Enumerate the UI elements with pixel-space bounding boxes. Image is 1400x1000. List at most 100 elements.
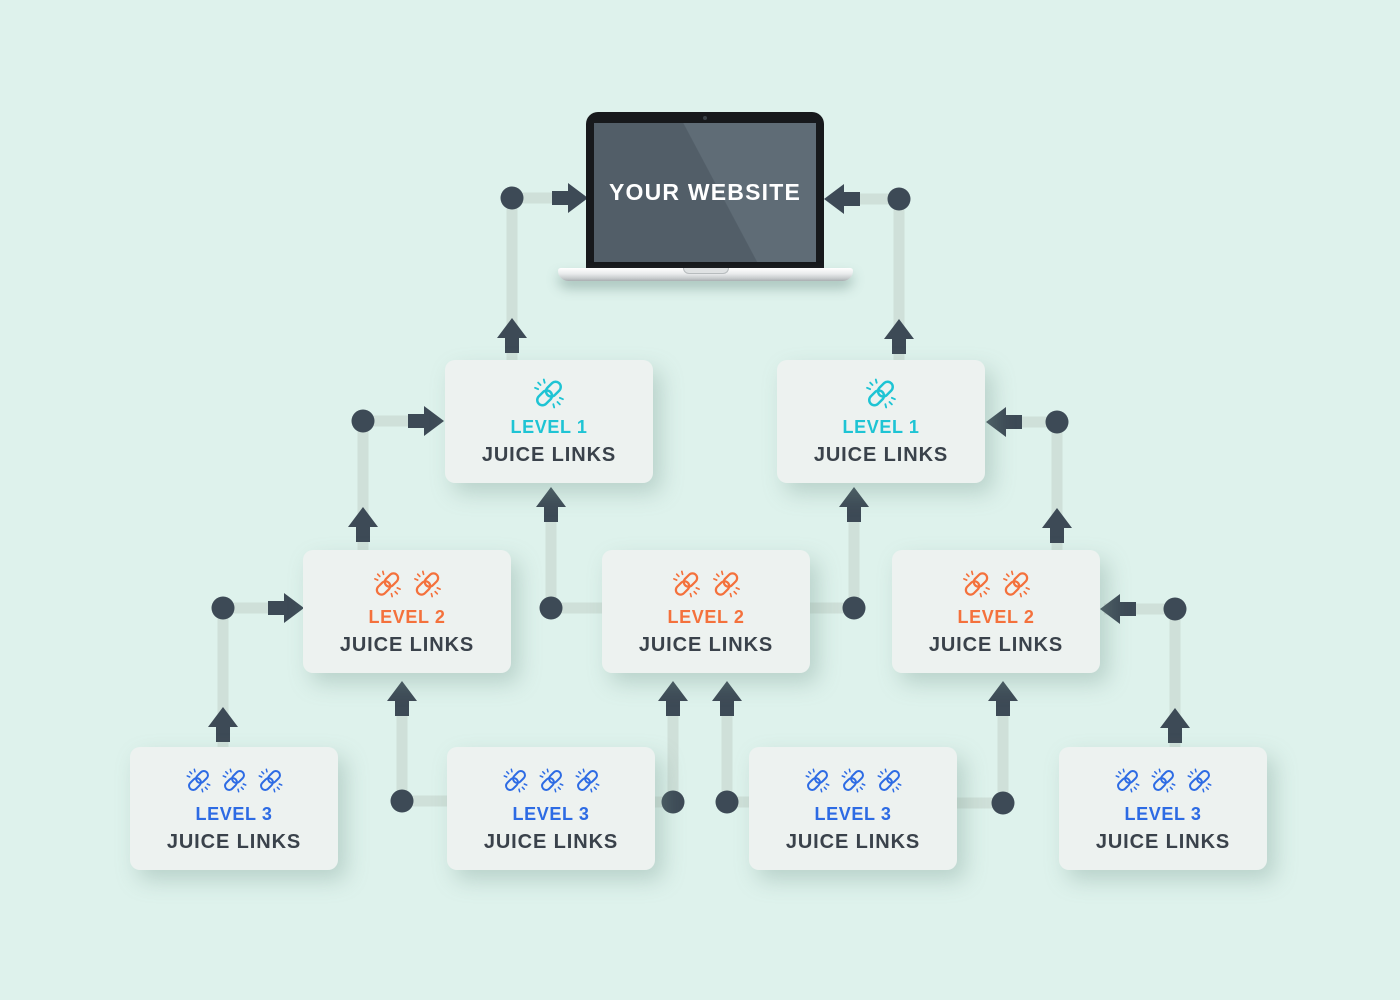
chain-link-icon: [539, 768, 563, 793]
arrow-right-icon: [552, 183, 588, 213]
chain-link-icon: [672, 570, 700, 597]
chain-link-icons: [1113, 764, 1214, 798]
arrow-up-icon: [497, 318, 527, 353]
junction-dot: [661, 790, 685, 814]
juice-links-label: JUICE LINKS: [928, 633, 1064, 656]
level-label: LEVEL 2: [957, 606, 1035, 627]
junction-dot: [500, 186, 524, 210]
chain-link-icon: [503, 768, 527, 793]
website-label: YOUR WEBSITE: [608, 179, 802, 205]
chain-link-icon: [534, 378, 564, 409]
laptop-base-notch: [682, 268, 729, 274]
chain-link-icons: [501, 764, 602, 798]
juice-links-label: JUICE LINKS: [785, 830, 921, 853]
chain-link-icon: [1115, 768, 1139, 793]
chain-link-icon: [575, 768, 599, 793]
level-label: LEVEL 2: [667, 606, 745, 627]
juice-links-label: JUICE LINKS: [1095, 830, 1231, 853]
connector-l3-1-to-l2-left: [208, 593, 304, 747]
connector-l3-3-to-l2-mid: [712, 681, 750, 814]
chain-link-icon: [186, 768, 210, 793]
connector-l3-3-to-l2-right: [957, 681, 1018, 815]
junction-dot: [842, 596, 866, 620]
chain-link-icon: [805, 768, 829, 793]
level-2-box-middle: LEVEL 2 JUICE LINKS: [602, 550, 810, 673]
junction-dot: [1163, 597, 1187, 621]
level-2-box-right: LEVEL 2 JUICE LINKS: [892, 550, 1100, 673]
chain-link-icons: [803, 764, 904, 798]
junction-dot: [390, 789, 414, 813]
chain-link-icons: [371, 567, 444, 601]
arrow-left-icon: [824, 184, 860, 214]
level-3-box-2: LEVEL 3 JUICE LINKS: [447, 747, 655, 870]
chain-link-icon: [1002, 570, 1030, 597]
connector-l3-2-to-l2-mid: [655, 681, 688, 814]
arrow-left-icon: [1100, 594, 1136, 624]
chain-link-icon: [841, 768, 865, 793]
chain-link-icon: [1151, 768, 1175, 793]
level-label: LEVEL 3: [1124, 803, 1202, 824]
connector-l2-mid-to-l1-left: [536, 487, 603, 620]
arrow-right-icon: [268, 593, 304, 623]
chain-link-icon: [258, 768, 282, 793]
chain-link-icons: [863, 377, 899, 411]
level-3-box-3: LEVEL 3 JUICE LINKS: [749, 747, 957, 870]
junction-dot: [991, 791, 1015, 815]
arrow-up-icon: [387, 681, 417, 716]
junction-dot: [539, 596, 563, 620]
connector-l1-left-to-website: [497, 183, 588, 360]
chain-link-icon: [712, 570, 740, 597]
juice-links-label: JUICE LINKS: [339, 633, 475, 656]
arrow-up-icon: [348, 507, 378, 542]
chain-link-icon: [1187, 768, 1211, 793]
chain-link-icon: [413, 570, 441, 597]
level-label: LEVEL 3: [512, 803, 590, 824]
chain-link-icons: [531, 377, 567, 411]
level-label: LEVEL 1: [510, 416, 588, 437]
arrow-up-icon: [208, 707, 238, 742]
arrow-up-icon: [712, 681, 742, 716]
arrow-up-icon: [536, 487, 566, 522]
arrow-left-icon: [986, 407, 1022, 437]
chain-link-icons: [670, 567, 743, 601]
junction-dot: [1045, 410, 1069, 434]
juice-links-label: JUICE LINKS: [638, 633, 774, 656]
level-1-box-left: LEVEL 1 JUICE LINKS: [445, 360, 653, 483]
juice-links-label: JUICE LINKS: [483, 830, 619, 853]
chain-link-icon: [373, 570, 401, 597]
arrow-up-icon: [1042, 508, 1072, 543]
laptop-screen: YOUR WEBSITE: [586, 112, 824, 269]
connector-l2-right-to-l1-right: [986, 407, 1072, 550]
level-label: LEVEL 3: [195, 803, 273, 824]
level-3-box-1: LEVEL 3 JUICE LINKS: [130, 747, 338, 870]
juice-links-label: JUICE LINKS: [481, 443, 617, 466]
junction-dot: [887, 187, 911, 211]
level-2-box-left: LEVEL 2 JUICE LINKS: [303, 550, 511, 673]
connector-l1-right-to-website: [824, 184, 914, 360]
level-3-box-4: LEVEL 3 JUICE LINKS: [1059, 747, 1267, 870]
chain-link-icon: [866, 378, 896, 409]
chain-link-icon: [877, 768, 901, 793]
arrow-right-icon: [408, 406, 444, 436]
arrow-up-icon: [839, 487, 869, 522]
level-label: LEVEL 2: [368, 606, 446, 627]
chain-link-icon: [962, 570, 990, 597]
arrow-up-icon: [658, 681, 688, 716]
laptop-display: YOUR WEBSITE: [594, 123, 816, 262]
junction-dot: [351, 409, 375, 433]
chain-link-icons: [960, 567, 1033, 601]
junction-dot: [211, 596, 235, 620]
arrow-up-icon: [1160, 708, 1190, 743]
chain-link-icons: [184, 764, 285, 798]
chain-link-icon: [222, 768, 246, 793]
connector-l2-mid-to-l1-right: [808, 487, 869, 620]
level-label: LEVEL 3: [814, 803, 892, 824]
connector-l2-left-to-l1-left: [348, 406, 444, 550]
junction-dot: [715, 790, 739, 814]
level-1-box-right: LEVEL 1 JUICE LINKS: [777, 360, 985, 483]
connector-l3-4-to-l2-right: [1100, 594, 1190, 747]
laptop-base: [558, 268, 853, 281]
juice-links-label: JUICE LINKS: [813, 443, 949, 466]
